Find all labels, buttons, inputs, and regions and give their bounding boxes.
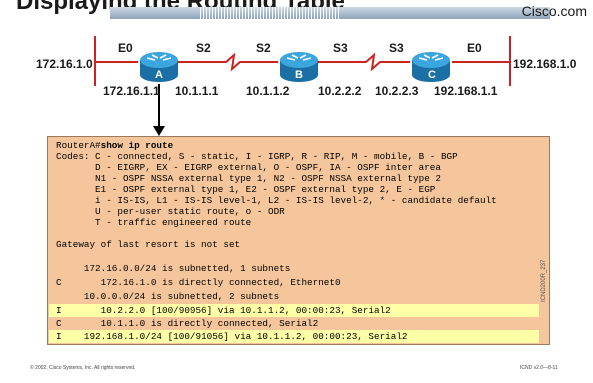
router-a-letter: A: [155, 69, 163, 81]
network-diagram: [94, 36, 511, 136]
command-line: RouterA#show ip route: [56, 140, 173, 151]
address-label: 10.1.1.2: [246, 84, 290, 98]
arrow-down-icon: [153, 126, 165, 136]
command: show ip route: [100, 140, 174, 151]
right-network-label: 192.168.1.0: [513, 57, 577, 71]
output-line: T - traffic engineered route: [56, 217, 252, 228]
interface-label: E0: [118, 41, 133, 55]
address-label: 10.1.1.1: [175, 84, 219, 98]
highlight-row: [49, 304, 539, 317]
interface-label: S3: [389, 41, 404, 55]
router-b-letter: B: [295, 69, 303, 81]
address-label: 192.168.1.1: [434, 84, 498, 98]
router-b-icon: [280, 52, 318, 82]
output-line: I 192.168.1.0/24 [100/91056] via 10.1.1.…: [56, 331, 408, 342]
prompt: RouterA#: [56, 140, 101, 151]
output-line: i - IS-IS, L1 - IS-IS level-1, L2 - IS-I…: [56, 195, 497, 206]
output-line: Codes: C - connected, S - static, I - IG…: [56, 151, 458, 162]
brand-label: Cisco.com: [521, 3, 587, 19]
output-line: D - EIGRP, EX - EIGRP external, O - OSPF…: [56, 162, 441, 173]
terminal-output: RouterA#show ip route Codes: C - connect…: [47, 136, 550, 345]
figure-code: ICND200R_237: [541, 259, 547, 302]
interface-label: S2: [256, 41, 271, 55]
output-line: E1 - OSPF external type 1, E2 - OSPF ext…: [56, 184, 436, 195]
left-network-label: 172.16.1.0: [36, 57, 93, 71]
highlight-row: [49, 330, 539, 343]
interface-label: S2: [196, 41, 211, 55]
copyright-text: © 2002, Cisco Systems, Inc. All rights r…: [30, 365, 136, 371]
output-line: I 10.2.2.0 [100/90956] via 10.1.1.2, 00:…: [56, 305, 391, 316]
output-line: C 10.1.1.0 is directly connected, Serial…: [56, 318, 319, 329]
output-line: C 172.16.1.0 is directly connected, Ethe…: [56, 277, 341, 288]
address-label: 172.16.1.1: [103, 84, 160, 98]
router-a-icon: [140, 52, 178, 82]
router-c-icon: [412, 52, 450, 82]
router-c-letter: C: [428, 69, 436, 81]
output-line: Gateway of last resort is not set: [56, 239, 241, 250]
output-line: N1 - OSPF NSSA external type 1, N2 - OSP…: [56, 173, 441, 184]
interface-label: E0: [467, 41, 482, 55]
header-bar: [110, 7, 550, 19]
course-code: ICND v2.0—8-11: [520, 365, 558, 371]
output-line: U - per-user static route, o - ODR: [56, 206, 285, 217]
output-line: 10.0.0.0/24 is subnetted, 2 subnets: [56, 291, 280, 302]
interface-label: S3: [333, 41, 348, 55]
address-label: 10.2.2.2: [318, 84, 362, 98]
address-label: 10.2.2.3: [375, 84, 419, 98]
output-line: 172.16.0.0/24 is subnetted, 1 subnets: [56, 263, 291, 274]
